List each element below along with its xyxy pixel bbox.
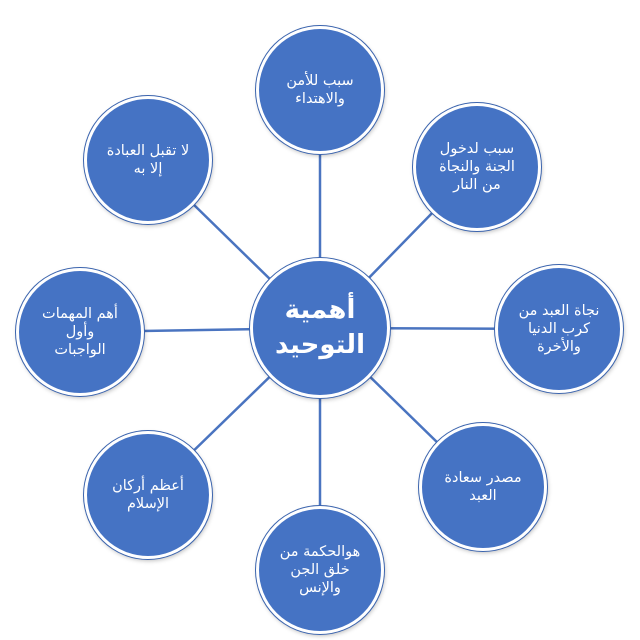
center-title: أهمية التوحيد (275, 294, 365, 360)
node-worship-accepted: لا تقبل العبادة إلا به (84, 96, 212, 224)
node-label: سبب للأمن والاهتداء (286, 72, 354, 107)
node-label: أهم المهمات وأول الواجبات (42, 305, 118, 359)
node-label: سبب لدخول الجنة والنجاة من النار (439, 140, 515, 194)
center-node: أهمية التوحيد (250, 258, 390, 398)
node-purpose-of-creation: هوالحكمة من خلق الجن والإنس (256, 506, 384, 634)
node-label: لا تقبل العبادة إلا به (106, 142, 190, 177)
node-label: مصدر سعادة العبد (444, 469, 522, 504)
node-label: نجاة العبد من كرب الدنيا والأخرة (518, 302, 600, 356)
node-label: أعظم أركان الإسلام (112, 477, 184, 512)
node-label: هوالحكمة من خلق الجن والإنس (279, 543, 361, 597)
node-paradise-salvation: سبب لدخول الجنة والنجاة من النار (413, 103, 541, 231)
node-first-obligation: أهم المهمات وأول الواجبات (16, 268, 144, 396)
node-source-of-happiness: مصدر سعادة العبد (419, 423, 547, 551)
node-security-guidance: سبب للأمن والاهتداء (256, 26, 384, 154)
node-greatest-pillar: أعظم أركان الإسلام (84, 431, 212, 559)
node-rescue-from-hardship: نجاة العبد من كرب الدنيا والأخرة (495, 265, 623, 393)
